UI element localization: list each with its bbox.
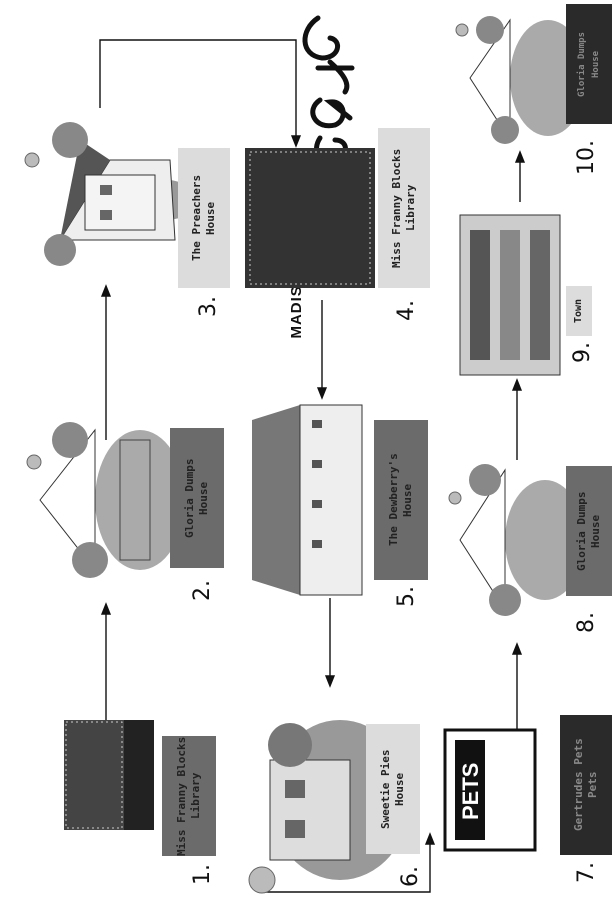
step-6-label: Sweetie Pies House bbox=[366, 724, 420, 854]
library-icon bbox=[64, 720, 154, 830]
mansion-icon bbox=[252, 405, 362, 595]
step-1-label: Miss Franny Blocks Library bbox=[162, 736, 216, 856]
step-2-label: Gloria Dumps House bbox=[170, 428, 224, 568]
step-3-label: The Preachers House bbox=[178, 148, 230, 288]
step-7-number: 7. bbox=[574, 862, 599, 883]
step-4-label: Miss Franny Blocks Library bbox=[378, 128, 430, 288]
step-5-label: The Dewberry's House bbox=[374, 420, 428, 580]
step-10-number: 10. bbox=[574, 140, 599, 175]
step-3-number: 3. bbox=[196, 296, 221, 317]
step-6-number: 6. bbox=[398, 866, 423, 887]
library-icon bbox=[245, 148, 375, 288]
step-1-number: 1. bbox=[190, 864, 215, 885]
step-9-number: 9. bbox=[570, 342, 595, 363]
town-icon bbox=[460, 215, 560, 375]
step-8-number: 8. bbox=[574, 612, 599, 633]
step-9-label: Town bbox=[566, 286, 592, 336]
step-10-label: Gloria Dumps House bbox=[566, 4, 612, 124]
step-7-label: Gertrudes Pets Pets bbox=[560, 715, 612, 855]
house-icon bbox=[40, 422, 185, 578]
pet-store-icon: PETS bbox=[445, 730, 535, 850]
step-4-number: 4. bbox=[394, 300, 419, 321]
step-8-label: Gloria Dumps House bbox=[566, 466, 612, 596]
svg-text:PETS: PETS bbox=[458, 763, 483, 820]
step-5-number: 5. bbox=[394, 586, 419, 607]
step-2-number: 2. bbox=[190, 580, 215, 601]
